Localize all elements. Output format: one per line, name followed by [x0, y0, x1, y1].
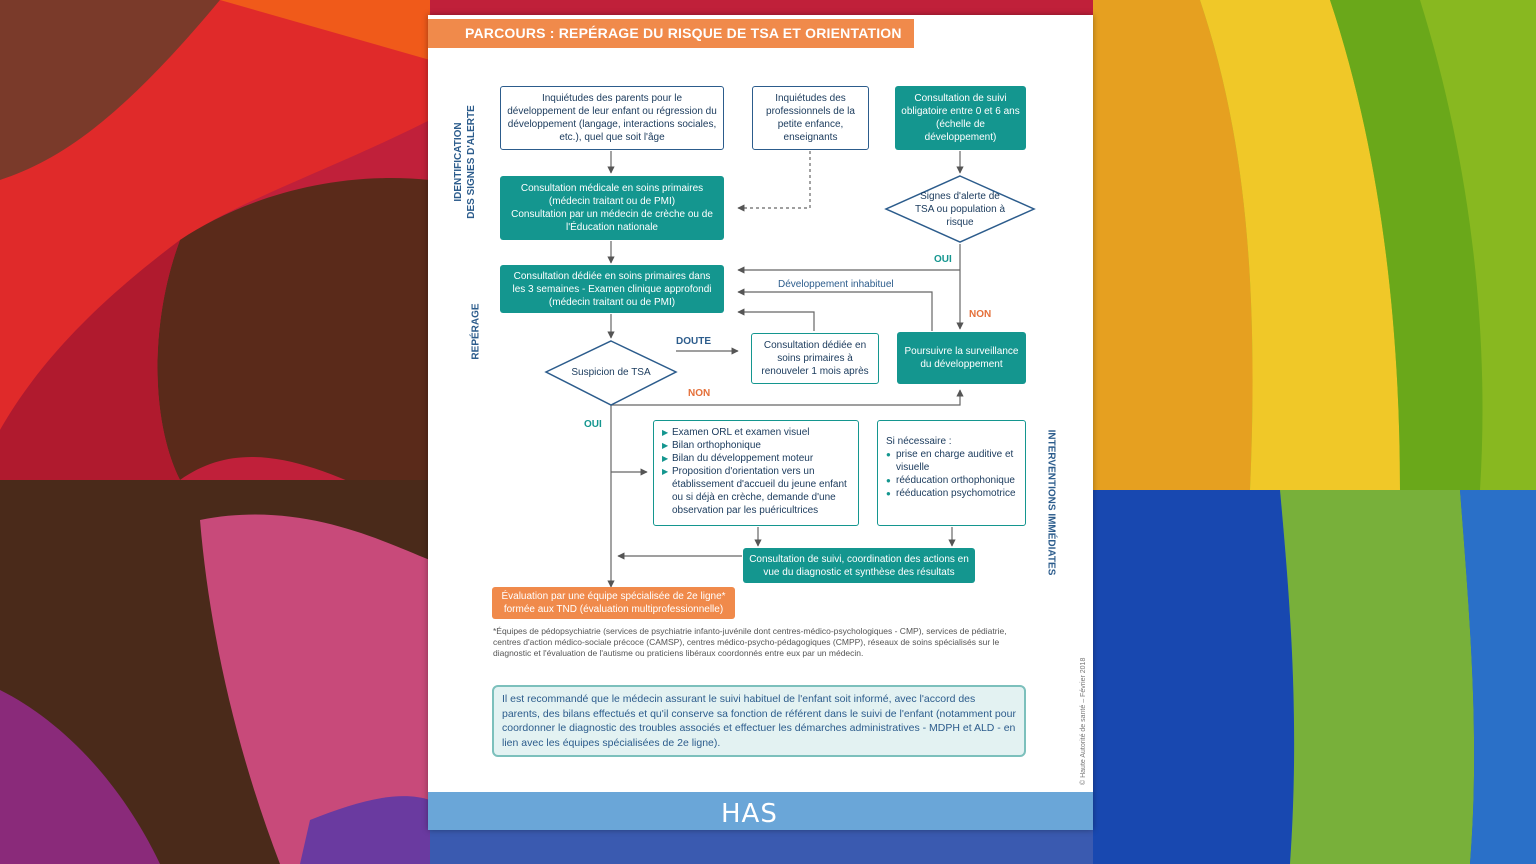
footer-band: [428, 792, 1093, 830]
copyright-text: © Haute Autorité de santé – Février 2018: [1080, 657, 1087, 785]
doute-label: DOUTE: [676, 336, 711, 347]
suspicion-diamond: [544, 340, 678, 406]
intervention-item: ●rééducation psychomotrice: [886, 488, 1016, 499]
non-middle-label: NON: [688, 388, 711, 399]
oui-left-label: OUI: [584, 419, 602, 430]
non-right-label: NON: [969, 309, 992, 320]
signes-alerte-text: Signes d'alerte de TSA ou population à r…: [914, 190, 1006, 228]
developpement-inhabituel-label: Développement inhabituel: [778, 279, 894, 290]
intervention-item: ●prise en charge auditive et visuelle: [886, 449, 1014, 473]
footnote: *Équipes de pédopsychiatrie (services de…: [493, 626, 1007, 658]
exam-item: ▶Bilan orthophonique: [662, 440, 761, 451]
side-label-identification: IDENTIFICATION DES SIGNES D'ALERTE: [453, 105, 477, 219]
side-label-reperage: REPÉRAGE: [470, 303, 482, 360]
exams-box: ▶Examen ORL et examen visuel ▶Bilan orth…: [653, 420, 859, 526]
exam-item: ▶Bilan du développement moteur: [662, 453, 814, 464]
primary-care-consultation-box: Consultation médicale en soins primaires…: [500, 176, 724, 240]
mandatory-followup-box: Consultation de suivi obligatoire entre …: [895, 86, 1026, 150]
suspicion-text: Suspicion de TSA: [571, 366, 651, 378]
continue-monitoring-box: Poursuivre la surveillance du développem…: [897, 332, 1026, 384]
has-logo: HAS: [721, 799, 778, 829]
interventions-box: Si nécessaire : ●prise en charge auditiv…: [877, 420, 1026, 526]
side-label-interventions: INTERVENTIONS IMMÉDIATES: [1045, 429, 1057, 576]
flowchart-document: PARCOURS : REPÉRAGE DU RISQUE DE TSA ET …: [428, 15, 1093, 830]
renew-consultation-box: Consultation dédiée en soins primaires à…: [751, 333, 879, 384]
dedicated-consultation-box: Consultation dédiée en soins primaires d…: [500, 265, 724, 313]
recommendation-box: Il est recommandé que le médecin assuran…: [492, 685, 1026, 757]
professionals-concerns-box: Inquiétudes des professionnels de la pet…: [752, 86, 869, 150]
connector-lines: [544, 151, 1036, 588]
coordination-box: Consultation de suivi, coordination des …: [743, 548, 975, 583]
signes-alerte-diamond: [884, 175, 1036, 243]
parents-concerns-box: Inquiétudes des parents pour le développ…: [500, 86, 724, 150]
exam-item: ▶Proposition d'orientation vers un établ…: [662, 466, 847, 516]
intervention-item: ●rééducation orthophonique: [886, 475, 1015, 486]
oui-top-label: OUI: [934, 254, 952, 265]
document-title: PARCOURS : REPÉRAGE DU RISQUE DE TSA ET …: [428, 19, 914, 48]
specialized-evaluation-box: Évaluation par une équipe spécialisée de…: [492, 587, 735, 619]
exam-item: ▶Examen ORL et examen visuel: [662, 427, 810, 438]
